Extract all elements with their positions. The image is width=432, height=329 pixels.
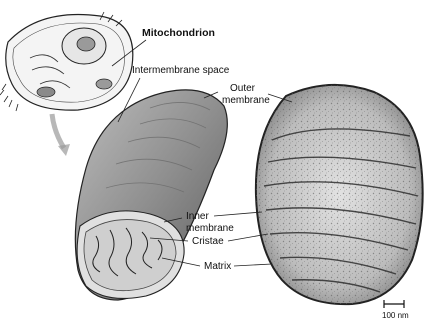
outer-membrane-label-1: Outer	[230, 83, 256, 94]
scale-bar	[384, 300, 404, 308]
cristae-label: Cristae	[192, 236, 224, 247]
electron-micrograph	[256, 85, 423, 304]
cell-sketch	[0, 12, 133, 111]
matrix-label: Matrix	[204, 261, 231, 272]
intermembrane-space-label: Intermembrane space	[132, 65, 230, 76]
inner-membrane-label-2: membrane	[186, 223, 234, 234]
inner-membrane-leader-right	[214, 212, 262, 216]
inner-membrane-label-1: Inner	[186, 211, 209, 222]
outer-membrane-label-2: membrane	[222, 95, 270, 106]
scale-bar-label: 100 nm	[382, 311, 409, 320]
matrix-leader-right	[234, 264, 272, 266]
title-label: Mitochondrion	[142, 27, 215, 39]
zoom-arrow-head	[58, 144, 70, 156]
zoom-arrow	[52, 114, 64, 148]
